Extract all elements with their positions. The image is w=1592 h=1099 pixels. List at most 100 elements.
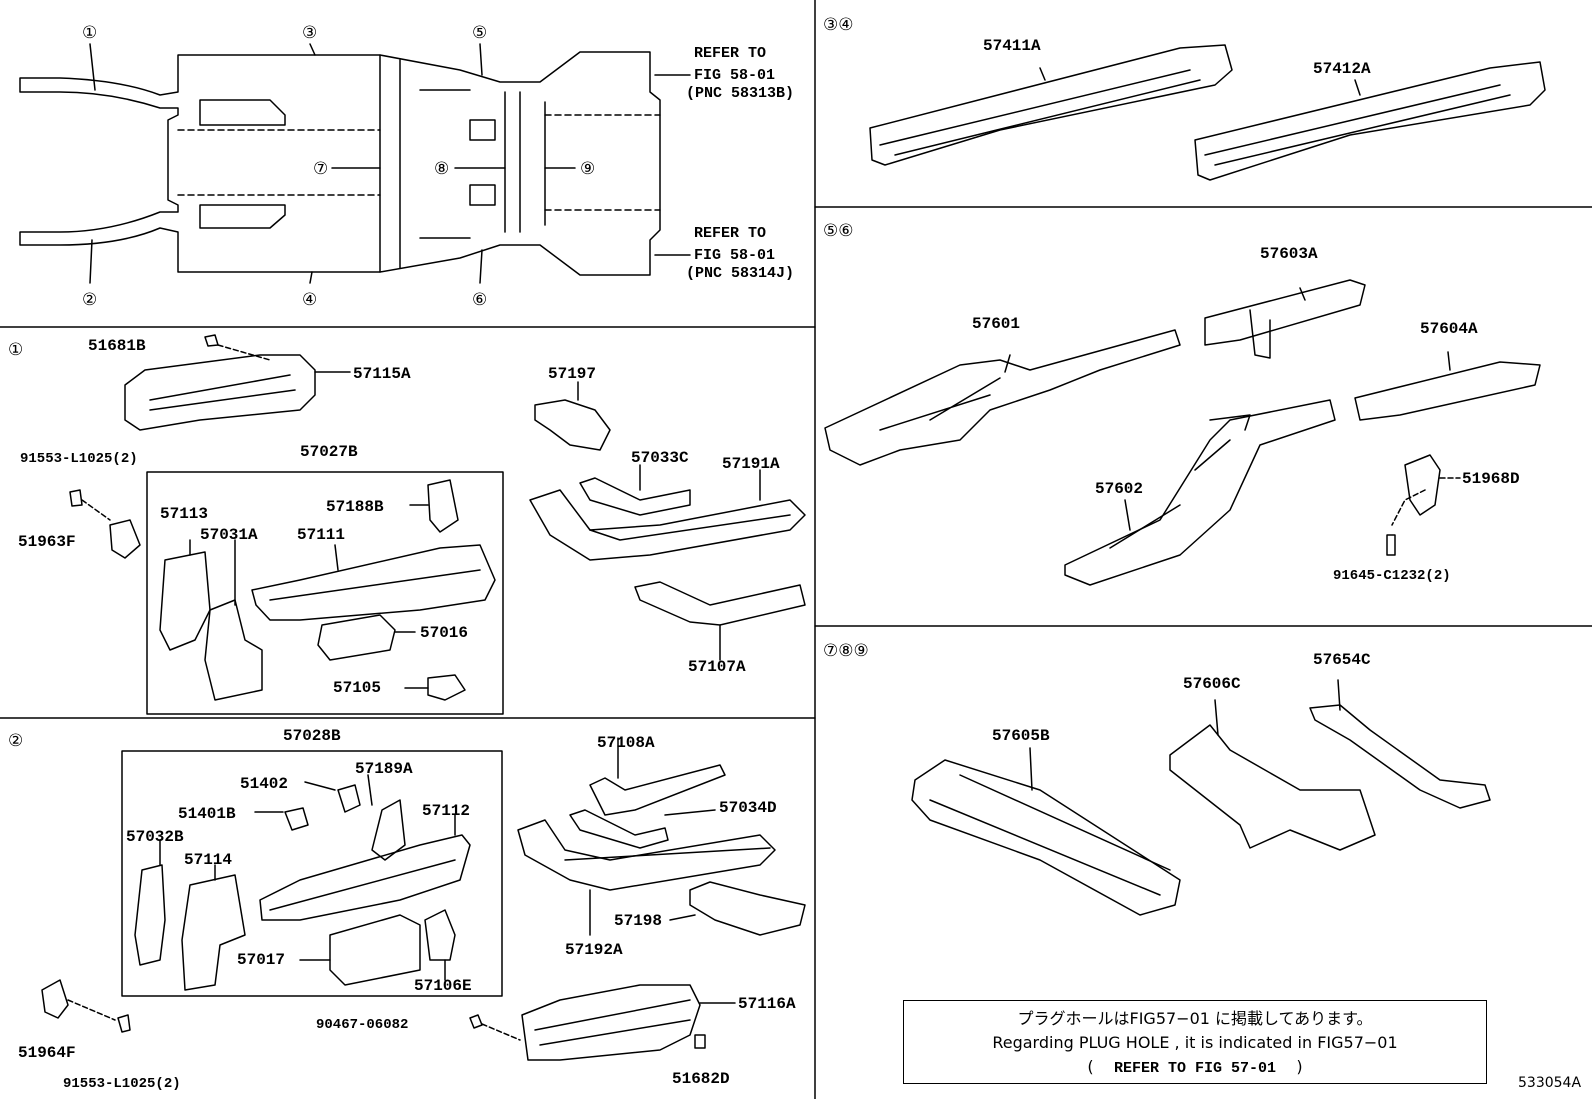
crossmember-57606C [1169,699,1376,851]
label-57114: 57114 [184,851,232,869]
part-57192A [517,819,776,936]
overview-labels: ① ③ ⑤ ② ④ ⑥ ⑦ ⑧ ⑨ REFER TO FIG 58-01 (PN… [82,23,794,310]
label-57191A: 57191A [722,455,780,473]
part-51964F [41,979,131,1033]
section-789: ⑦⑧⑨ [823,641,869,661]
label-57111: 57111 [297,526,345,544]
note-reference: ( REFER TO FIG 57-01 ) [904,1055,1486,1081]
part-57115A [124,334,351,431]
note-ref-close: ) [1296,1057,1303,1076]
label-51963F: 51963F [18,533,76,551]
rail-57411A [869,44,1233,166]
part-57191A [529,469,806,561]
part-57114 [181,864,246,991]
part-57116A [469,984,736,1061]
label-57112: 57112 [422,802,470,820]
label-57188B: 57188B [326,498,384,516]
part-57111 [251,544,496,621]
part-57112 [259,814,471,921]
label-57108A: 57108A [597,734,655,752]
label-57027B: 57027B [300,443,358,461]
part-57034D [569,809,716,849]
label-57197: 57197 [548,365,596,383]
plug-hole-note: プラグホールはFIG57−01 に掲載してあります。 Regarding PLU… [903,1000,1487,1084]
part-57032B [134,839,166,966]
part-51402 [304,781,361,813]
label-57116A: 57116A [738,995,796,1013]
refer-top-2: FIG 58-01 [694,67,775,84]
part-51401B [254,807,309,831]
label-51682D: 51682D [672,1070,730,1088]
label-57411A: 57411A [983,37,1041,55]
label-57198: 57198 [614,912,662,930]
label-91553-L1025-a: 91553-L1025(2) [20,451,138,467]
note-ref-link[interactable]: REFER TO FIG 57-01 [1113,1060,1277,1077]
refer-bottom-2: FIG 58-01 [694,247,775,264]
part-57106E [424,909,456,981]
refer-top-1: REFER TO [694,45,766,62]
part-57188B [409,479,459,533]
member-57603A [1204,279,1366,359]
label-91645-C1232: 91645-C1232(2) [1333,568,1451,584]
label-57412A: 57412A [1313,60,1371,78]
crossmember-57654C [1309,679,1491,809]
label-57105: 57105 [333,679,381,697]
label-57016: 57016 [420,624,468,642]
label-57028B: 57028B [283,727,341,745]
figure-id: 533054A [1518,1075,1582,1091]
label-57034D: 57034D [719,799,777,817]
part-number-labels: 57411A 57412A 57603A 57601 57604A 57602 … [18,37,1520,1092]
label-57031A: 57031A [200,526,258,544]
label-57106E: 57106E [414,977,472,995]
part-57016 [317,614,416,661]
underbody-overview [19,43,691,284]
callout-5: ⑤ [472,23,487,43]
member-57601 [824,329,1181,466]
label-57605B: 57605B [992,727,1050,745]
section-2: ② [8,731,23,751]
section-56: ⑤⑥ [823,221,853,241]
rail-57412A [1194,61,1546,181]
label-57654C: 57654C [1313,651,1371,669]
section-34: ③④ [823,15,853,35]
label-57603A: 57603A [1260,245,1318,263]
part-57189A [367,774,406,861]
label-51402: 51402 [240,775,288,793]
part-57113 [159,539,211,651]
label-57032B: 57032B [126,828,184,846]
callout-7: ⑦ [313,159,328,179]
label-57115A: 57115A [353,365,411,383]
group-box-57028B [121,750,503,997]
callout-3: ③ [302,23,317,43]
callout-6: ⑥ [472,290,487,310]
label-90467-06082: 90467-06082 [316,1017,408,1033]
part-57108A [589,737,726,816]
label-57017: 57017 [237,951,285,969]
part-57031A [204,539,263,701]
refer-bottom-1: REFER TO [694,225,766,242]
note-english: Regarding PLUG HOLE , it is indicated in… [992,1033,1398,1052]
part-57198 [669,881,806,936]
part-51963F [69,489,141,559]
section-1: ① [8,340,23,360]
label-51968D: 51968D [1462,470,1520,488]
label-57601: 57601 [972,315,1020,333]
part-57197 [534,381,611,451]
part-57017 [299,914,421,986]
part-57107A [634,581,806,661]
label-57192A: 57192A [565,941,623,959]
note-ref-open: ( [1087,1057,1094,1076]
label-91553-L1025-b: 91553-L1025(2) [63,1076,181,1092]
label-51964F: 51964F [18,1044,76,1062]
part-57033C [579,464,691,516]
label-57107A: 57107A [688,658,746,676]
label-57189A: 57189A [355,760,413,778]
label-51681B: 51681B [88,337,146,355]
label-57604A: 57604A [1420,320,1478,338]
group-box-57027B [146,471,504,715]
bracket-51968D [1386,454,1461,556]
member-57604A [1354,351,1541,421]
refer-bottom-3: (PNC 58314J) [686,265,794,282]
callout-4: ④ [302,290,317,310]
note-japanese: プラグホールはFIG57−01 に掲載してあります。 [1017,1009,1373,1028]
